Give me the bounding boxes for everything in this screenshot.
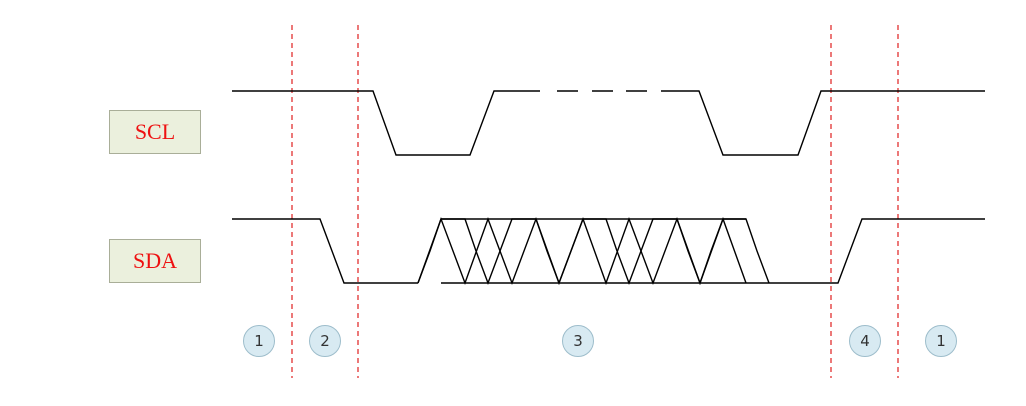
phase-dividers	[291, 25, 899, 378]
scl-label: SCL	[109, 110, 201, 154]
phase-marker-4: 4	[849, 325, 881, 357]
phase-marker-2: 2	[309, 325, 341, 357]
phase-marker-3: 3	[562, 325, 594, 357]
phase-marker-5: 1	[925, 325, 957, 357]
sda-stop-condition	[769, 218, 985, 284]
phase-marker-1: 1	[243, 325, 275, 357]
sda-label: SDA	[109, 239, 201, 283]
scl-waveform	[232, 90, 985, 156]
sda-start-condition	[232, 218, 418, 284]
sda-data-bits-bottom	[417, 218, 770, 286]
scl-clock-pulse-last	[661, 90, 985, 156]
scl-clock-pulse-first	[232, 90, 540, 156]
sda-waveform	[232, 216, 985, 286]
